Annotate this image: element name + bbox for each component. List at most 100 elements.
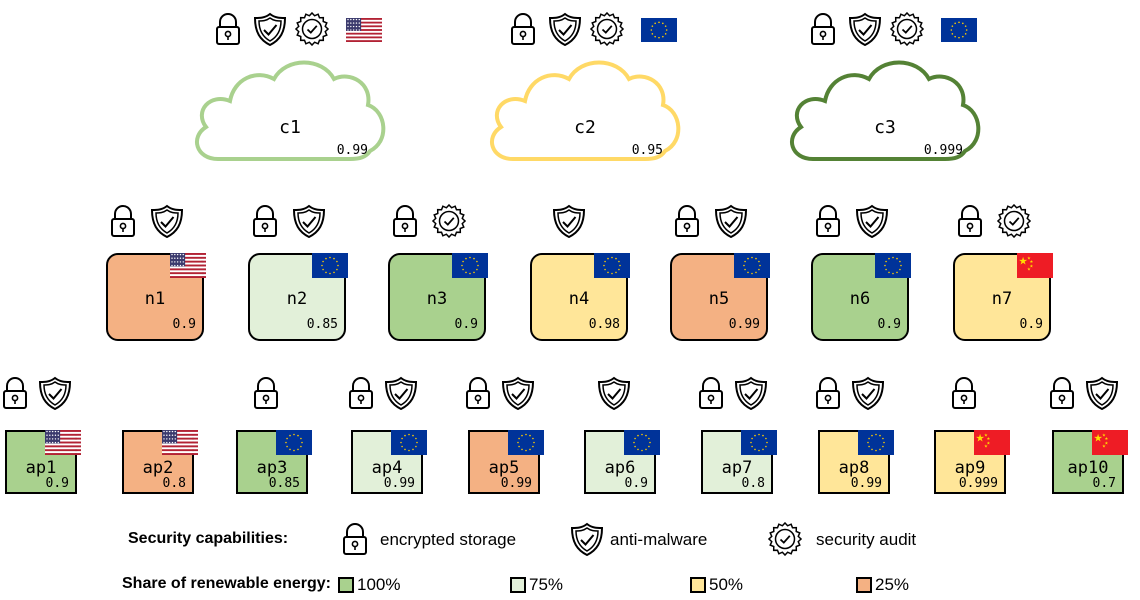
flag-eu-icon — [452, 253, 488, 283]
audit-icon — [889, 11, 925, 51]
svg-text:★: ★ — [1029, 259, 1033, 265]
box-value: 0.9 — [172, 317, 196, 332]
shield-icon — [253, 12, 287, 51]
flag-eu-icon — [508, 430, 544, 460]
box-value: 0.99 — [383, 476, 415, 491]
flag-cn-icon: ★★★★★ — [974, 430, 1010, 460]
cloud-label: c1 — [279, 117, 301, 138]
svg-text:★: ★ — [1027, 256, 1031, 262]
flag-eu-icon — [641, 18, 677, 47]
box-value: 0.99 — [728, 317, 760, 332]
box-value: 0.8 — [741, 476, 765, 491]
flag-us-icon — [346, 18, 382, 47]
box-value: 0.85 — [268, 476, 300, 491]
lock-icon — [248, 204, 282, 243]
shield-icon — [552, 204, 586, 243]
lock-icon — [0, 376, 32, 415]
box-label: ap3 — [256, 458, 288, 478]
box-value: 0.9 — [877, 317, 901, 332]
lock-icon — [811, 204, 845, 243]
shield-icon — [150, 204, 184, 243]
flag-us-icon — [45, 430, 81, 460]
energy-legend-label: 100% — [357, 575, 401, 594]
security-legend-label: anti-malware — [610, 530, 708, 549]
energy-swatch-75pct — [510, 577, 526, 593]
svg-text:★: ★ — [984, 433, 988, 439]
shield-icon — [597, 376, 631, 415]
svg-text:★: ★ — [986, 441, 990, 447]
box-value: 0.85 — [306, 317, 338, 332]
box-value: 0.8 — [162, 476, 186, 491]
flag-eu-icon — [875, 253, 911, 283]
shield-icon — [384, 376, 418, 415]
box-value: 0.9 — [45, 476, 69, 491]
box-label: n1 — [144, 289, 166, 309]
lock-icon — [249, 376, 283, 415]
lock-icon — [670, 204, 704, 243]
flag-eu-icon — [941, 18, 977, 47]
box-label: n5 — [708, 289, 730, 309]
svg-text:★: ★ — [1102, 433, 1106, 439]
box-label: n2 — [286, 289, 308, 309]
lock-icon — [211, 12, 245, 51]
security-legend-label: security audit — [816, 530, 917, 549]
box-label: ap6 — [604, 458, 636, 478]
lock-icon — [506, 12, 540, 51]
audit-icon — [294, 11, 330, 51]
flag-cn-icon: ★★★★★ — [1092, 430, 1128, 460]
svg-text:★: ★ — [1104, 436, 1108, 442]
box-label: ap2 — [142, 458, 174, 478]
svg-text:★: ★ — [1104, 441, 1108, 447]
energy-swatch-50pct — [690, 577, 706, 593]
box-label: ap9 — [954, 458, 986, 478]
flag-eu-icon — [312, 253, 348, 283]
shield-icon — [570, 522, 604, 561]
cloud-outline — [194, 60, 386, 161]
shield-icon — [734, 376, 768, 415]
lock-icon — [461, 376, 495, 415]
shield-icon — [38, 376, 72, 415]
box-value: 0.9 — [1019, 317, 1043, 332]
box-label: n7 — [991, 289, 1013, 309]
shield-icon — [1085, 376, 1119, 415]
svg-text:★: ★ — [986, 436, 990, 442]
cloud-value: 0.99 — [336, 143, 368, 158]
energy-legend-label: 75% — [529, 575, 564, 594]
flag-eu-icon — [858, 430, 894, 460]
box-value: 0.9 — [454, 317, 478, 332]
box-value: 0.99 — [500, 476, 532, 491]
flag-eu-icon — [594, 253, 630, 283]
shield-icon — [855, 204, 889, 243]
cloud-c1: c1 0.99 — [190, 55, 390, 167]
audit-icon — [589, 11, 625, 51]
box-value: 0.99 — [850, 476, 882, 491]
energy-legend-label: 25% — [875, 575, 910, 594]
cloud-value: 0.95 — [631, 143, 663, 158]
cloud-outline — [489, 60, 681, 161]
shield-icon — [851, 376, 885, 415]
lock-icon — [694, 376, 728, 415]
energy-swatch-100pct — [338, 577, 354, 593]
flag-eu-icon — [734, 253, 770, 283]
lock-icon — [806, 12, 840, 51]
audit-icon — [996, 203, 1032, 243]
box-label: n6 — [849, 289, 871, 309]
shield-icon — [548, 12, 582, 51]
svg-text:★: ★ — [1029, 264, 1033, 270]
energy-swatch-25pct — [856, 577, 872, 593]
lock-icon — [1045, 376, 1079, 415]
svg-text:★: ★ — [1018, 255, 1027, 267]
box-label: ap4 — [371, 458, 403, 478]
lock-icon — [811, 376, 845, 415]
security-legend-title: Security capabilities: — [128, 530, 289, 547]
lock-icon — [106, 204, 140, 243]
box-label: ap1 — [25, 458, 57, 478]
lock-icon — [953, 204, 987, 243]
cloud-shape — [489, 60, 681, 161]
lock-icon — [338, 522, 372, 561]
audit-icon — [767, 521, 803, 561]
flag-eu-icon — [624, 430, 660, 460]
